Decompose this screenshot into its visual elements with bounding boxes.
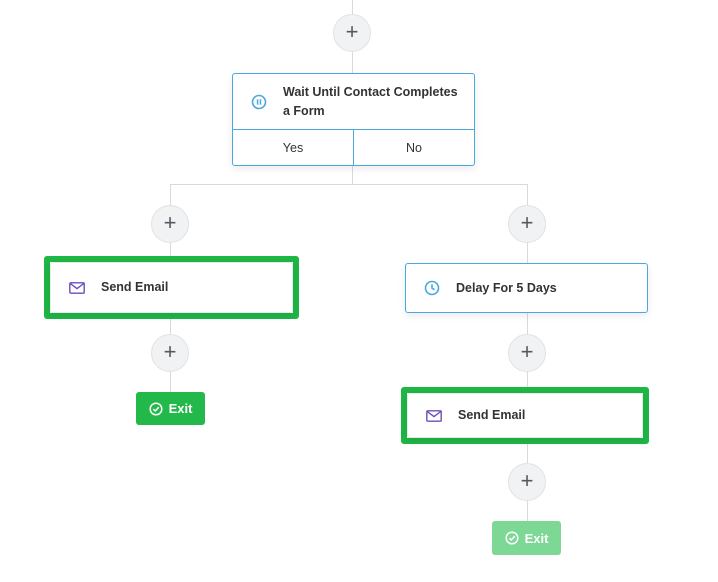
exit-label: Exit [168,401,193,416]
send-email-node[interactable]: Send Email [50,262,293,313]
connector-line [527,184,528,205]
add-step-button[interactable]: + [508,205,546,243]
connector-line [352,52,353,73]
exit-label: Exit [524,530,549,546]
connector-line [352,165,353,185]
connector-line [527,371,528,389]
envelope-icon [69,281,85,294]
connector-line [352,0,353,14]
exit-button[interactable]: Exit [492,521,561,555]
connector-line [170,242,171,260]
connector-line [170,371,171,393]
exit-button[interactable]: Exit [136,392,205,425]
send-email-label: Send Email [101,280,169,295]
clock-icon [424,280,440,296]
delay-label: Delay For 5 Days [456,280,557,295]
connector-line [527,500,528,521]
highlight-frame [401,387,649,444]
connector-line [527,312,528,334]
send-email-node[interactable]: Send Email [407,393,643,438]
connector-line [527,442,528,463]
add-step-button[interactable]: + [151,334,189,372]
yes-branch-tab[interactable]: Yes [233,130,354,166]
check-circle-icon [505,531,519,545]
wait-until-form-node[interactable]: Wait Until Contact Completes a Form Yes … [232,73,475,166]
add-step-button[interactable]: + [151,205,189,243]
connector-line [170,316,171,334]
connector-line [527,242,528,264]
add-step-button[interactable]: + [508,334,546,372]
wait-node-title: Wait Until Contact Completes a Form [283,84,458,118]
send-email-label: Send Email [458,408,526,423]
check-circle-icon [149,401,163,416]
add-step-button[interactable]: + [508,463,546,501]
pause-circle-icon [251,94,267,110]
delay-node[interactable]: Delay For 5 Days [405,263,648,313]
branch-split-line [170,184,527,185]
highlight-frame [44,256,299,319]
envelope-icon [426,409,442,422]
connector-line [170,184,171,205]
add-step-button[interactable]: + [333,14,371,52]
no-branch-tab[interactable]: No [406,141,422,155]
